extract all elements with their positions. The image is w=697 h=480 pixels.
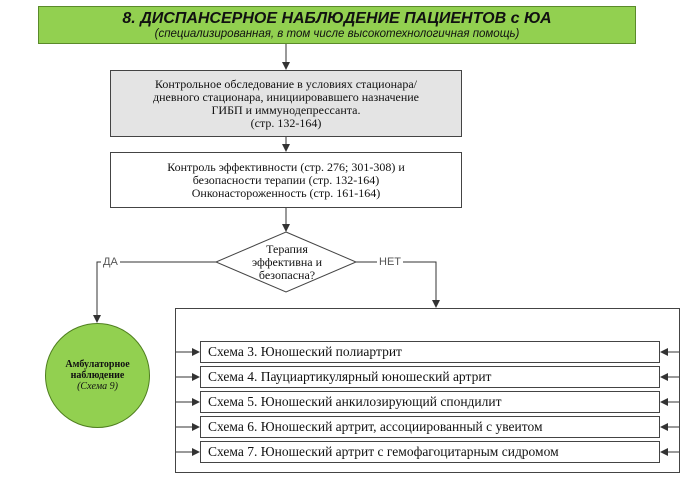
scheme-arrows (176, 348, 679, 456)
control-exam-line: дневного стационара, инициировавшего наз… (152, 89, 420, 104)
title-box: 8. ДИСПАНСЕРНОЕ НАБЛЮДЕНИЕ ПАЦИЕНТОВ с Ю… (38, 6, 636, 44)
scheme-item: Схема 6. Юношеский артрит, ассоциированн… (200, 416, 660, 438)
control-exam-line: (стр. 132-164) (250, 115, 322, 130)
decision-line: безопасна? (258, 267, 316, 282)
outpatient-circle: Амбулаторное наблюдение (Схема 9) (45, 323, 150, 428)
efficacy-safety-line: Контроль эффективности (стр. 276; 301-30… (167, 159, 405, 174)
decision-diamond (214, 231, 358, 293)
scheme-item: Схема 3. Юношеский полиартрит (200, 341, 660, 363)
efficacy-safety-box: Контроль эффективности (стр. 276; 301-30… (110, 152, 462, 208)
edge-yes-line (93, 261, 216, 323)
scheme-item: Схема 7. Юношеский артрит с гемофагоцита… (200, 441, 660, 463)
title-sub: (специализированная, в том числе высокот… (154, 27, 520, 40)
edge-no-line (356, 261, 440, 308)
outpatient-scheme-ref: (Схема 9) (77, 381, 118, 392)
control-exam-line: ГИБП и иммунодепрессанта. (211, 102, 361, 117)
edge-label-yes: ДА (101, 256, 120, 268)
control-exam-line: Контрольное обследование в условиях стац… (155, 76, 417, 91)
efficacy-safety-line: Онконастороженность (стр. 161-164) (191, 185, 381, 200)
efficacy-safety-line: безопасности терапии (стр. 132-164) (192, 172, 380, 187)
decision-line: Терапия (266, 241, 308, 256)
outpatient-line: Амбулаторное (65, 359, 130, 370)
edge-label-no: НЕТ (377, 256, 403, 268)
scheme-item: Схема 4. Пауциартикулярный юношеский арт… (200, 366, 660, 388)
outpatient-line: наблюдение (70, 370, 125, 381)
decision-text: Терапия эффективна и безопасна? (222, 232, 352, 292)
decision-line: эффективна и (251, 254, 323, 269)
schemes-container (175, 308, 680, 473)
scheme-item: Схема 5. Юношеский анкилозирующий спонди… (200, 391, 660, 413)
title-main: 8. ДИСПАНСЕРНОЕ НАБЛЮДЕНИЕ ПАЦИЕНТОВ с Ю… (122, 9, 552, 27)
control-exam-box: Контрольное обследование в условиях стац… (110, 70, 462, 137)
